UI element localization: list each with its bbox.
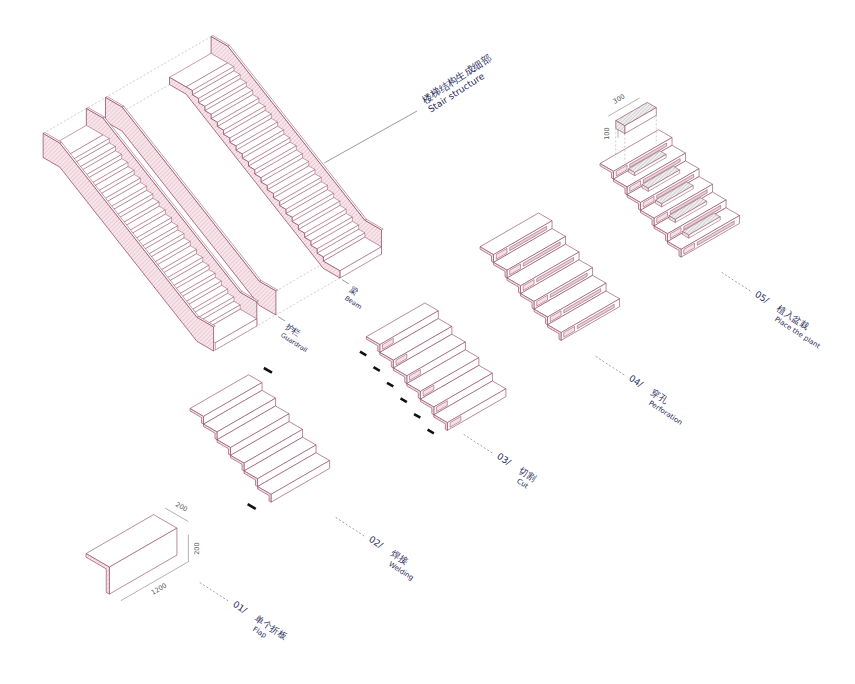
plate-section [534, 309, 548, 325]
projection-line [656, 115, 657, 144]
process-mark [248, 504, 256, 509]
plate-section [366, 337, 380, 353]
dimension: 100 [604, 127, 611, 139]
process-mark [428, 430, 434, 434]
step-number: 04/ [627, 374, 645, 390]
projection-line [615, 128, 616, 157]
planter [642, 185, 648, 192]
landing-edge [340, 247, 382, 278]
plate-section [217, 440, 231, 456]
stair-riser [109, 528, 177, 594]
process-mark [360, 352, 366, 356]
side-plate-top [228, 45, 367, 220]
planter [682, 231, 688, 238]
cut-notch [450, 416, 461, 427]
dimension: 300 [612, 93, 626, 105]
dimension-line [188, 535, 189, 562]
plate-section [494, 262, 508, 278]
stair-cut [360, 303, 506, 433]
stair-riser [681, 216, 740, 258]
plate-section [204, 424, 218, 440]
plate-section [420, 399, 434, 415]
leader-line [200, 582, 229, 601]
process-mark [264, 368, 272, 373]
step-number: 01/ [231, 600, 249, 616]
step-number: 03/ [495, 452, 513, 468]
dimension: 200 [194, 542, 201, 554]
dimension: 1200 [150, 582, 168, 596]
plate-section [668, 242, 682, 258]
plate-section [480, 247, 494, 263]
leader-line [464, 434, 493, 453]
plate-section [86, 554, 109, 595]
plate-section [231, 455, 245, 471]
plate-section [407, 384, 421, 400]
leader-line [596, 356, 625, 375]
stair-perf [480, 213, 620, 340]
plate-section [627, 195, 641, 211]
plate-section [507, 278, 521, 294]
dimension-line [121, 562, 189, 601]
leader-line [342, 280, 349, 285]
dimension: 200 [174, 501, 188, 513]
stair-plant [600, 98, 740, 257]
perforation-slot [697, 221, 734, 245]
planter [669, 216, 675, 223]
process-mark [374, 367, 380, 371]
perforation-slot [577, 304, 614, 328]
cut-notch [564, 326, 575, 337]
guardrail-plate [43, 134, 213, 351]
plate-section [521, 294, 535, 310]
planter [655, 200, 661, 207]
stair-flap [86, 508, 188, 601]
cut-notch [684, 243, 695, 254]
leader-line [324, 111, 417, 163]
step-number: 02/ [367, 535, 385, 551]
leader-line [278, 316, 285, 321]
leader-line [336, 517, 365, 536]
landing-edge [215, 319, 257, 350]
plate-section [548, 325, 562, 341]
step-number: 05/ [753, 290, 771, 306]
plate-section [641, 210, 655, 226]
process-mark [414, 414, 420, 418]
dimension-line [618, 130, 619, 138]
plate-section [244, 471, 258, 487]
leader-line [722, 272, 751, 291]
side-plate-top [103, 117, 242, 292]
plate-section [614, 179, 628, 195]
process-mark [387, 383, 393, 387]
plate-section [434, 415, 448, 431]
plate-section [190, 409, 204, 425]
stair-riser [561, 299, 620, 341]
plate-section [654, 226, 668, 242]
stair-riser [271, 461, 330, 503]
part-name: Beam [343, 295, 363, 311]
guardrail-plate-top [60, 142, 199, 317]
stair-structure [43, 36, 383, 351]
plate-section [380, 352, 394, 368]
plate-section [393, 368, 407, 384]
plate-section [258, 487, 272, 503]
planter-box [625, 108, 657, 134]
plate-section [600, 164, 614, 180]
projection-line [624, 134, 625, 163]
planter-box [616, 121, 625, 134]
planter [628, 169, 634, 176]
stair-riser [447, 389, 506, 431]
process-mark [401, 398, 407, 402]
stair-weld [190, 368, 330, 509]
guardrail-plate [105, 98, 275, 315]
